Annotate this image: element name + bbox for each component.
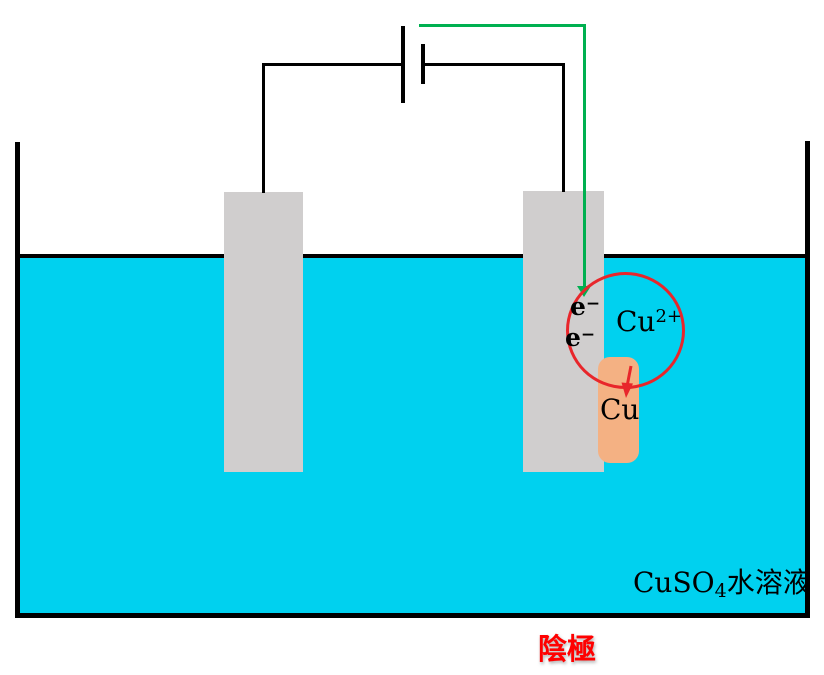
wire-right-vertical [562, 63, 565, 192]
beaker-left-wall [15, 142, 20, 618]
cathode-label: 陰極 [538, 634, 597, 666]
battery-long-plate [401, 26, 405, 103]
beaker-bottom [15, 613, 810, 618]
electron-label-top: e− [570, 292, 601, 321]
left-electrode [224, 192, 303, 472]
electron-label-bottom: e− [565, 323, 596, 352]
beaker-right-wall [805, 141, 810, 618]
wire-left-vertical [262, 63, 265, 193]
solution-label: CuSO4水溶液 [633, 566, 811, 602]
battery-short-plate [421, 44, 425, 84]
solution-surface-line [17, 254, 805, 258]
wire-right-horizontal [425, 63, 564, 66]
wire-left-horizontal [263, 63, 405, 66]
electron-flow-wire-horizontal [419, 24, 586, 27]
copper-deposit-label: Cu [600, 393, 640, 426]
solution-body [20, 258, 805, 613]
deposition-arrow-icon [621, 365, 633, 398]
copper-ion-label: Cu2+ [616, 305, 683, 338]
electron-flow-wire-vertical [583, 24, 586, 287]
